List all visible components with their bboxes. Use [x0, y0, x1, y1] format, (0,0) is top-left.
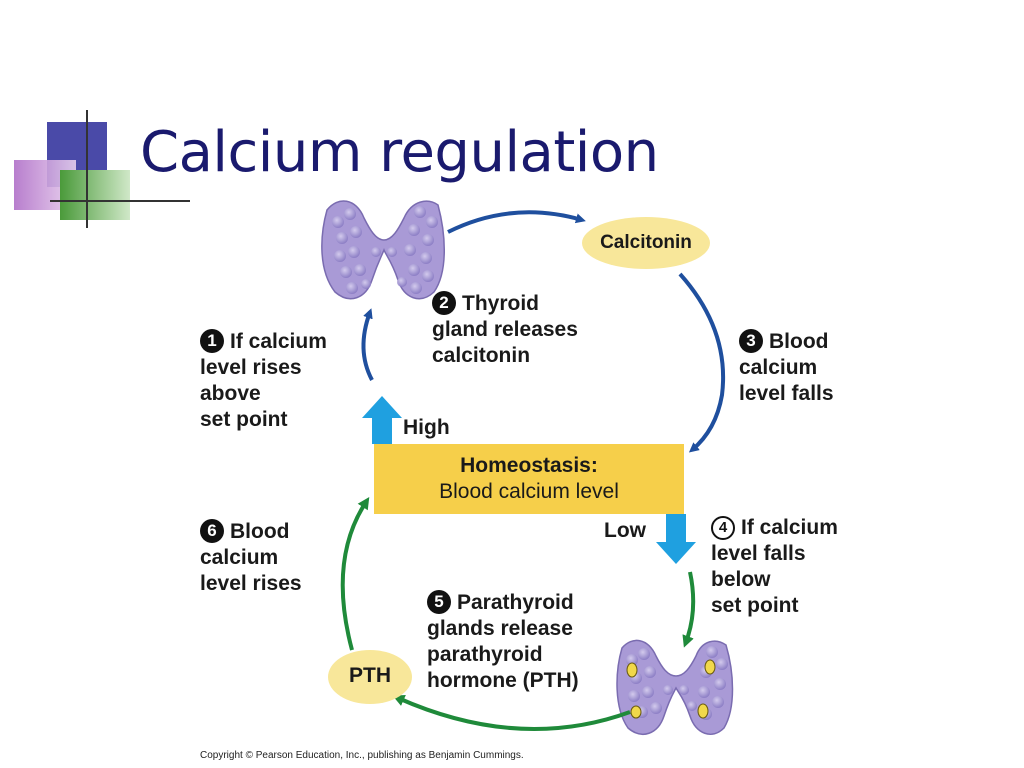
step-1-line-3: above: [200, 382, 261, 405]
thyroid-gland-icon: [321, 200, 445, 300]
step-5-line-3: parathyroid: [427, 643, 543, 666]
copyright-notice: Copyright © Pearson Education, Inc., pub…: [200, 750, 524, 761]
step-3-line-3: level falls: [739, 382, 834, 405]
arrow-pth-to-homeostasis: [340, 496, 370, 651]
arrow-calcitonin-to-homeostasis: [678, 272, 726, 453]
step-4-line-1: If calcium: [741, 516, 838, 539]
arrow-parathyroid-to-pth: [392, 694, 631, 732]
step-5-line-2: glands release: [427, 617, 573, 640]
step-1-text: 1 If calcium level rises above set point: [200, 329, 327, 433]
high-label: High: [403, 416, 450, 439]
corner-decoration: [0, 100, 200, 240]
step-6-number: 6: [200, 519, 224, 543]
step-2-line-2: gland releases: [432, 318, 578, 341]
pth-ellipse: [328, 650, 412, 704]
step-1-line-2: level rises: [200, 356, 302, 379]
step-6-text: 6 Blood calcium level rises: [200, 519, 302, 597]
pth-label: PTH: [349, 664, 391, 687]
step-4-line-3: below: [711, 568, 771, 591]
step-2-number: 2: [432, 291, 456, 315]
homeostasis-subheading: Blood calcium level: [439, 480, 619, 503]
high-arrow: [362, 396, 402, 444]
step-5-number: 5: [427, 590, 451, 614]
step-6-line-3: level rises: [200, 572, 302, 595]
calcitonin-label: Calcitonin: [600, 232, 692, 253]
step-4-line-2: level falls: [711, 542, 806, 565]
calcitonin-ellipse: [582, 217, 710, 269]
low-arrow: [656, 514, 696, 564]
step-2-line-1: Thyroid: [462, 292, 539, 315]
step-3-line-2: calcium: [739, 356, 818, 379]
step-6-line-1: Blood: [230, 520, 290, 543]
step-1-line-1: If calcium: [230, 330, 327, 353]
step-1-number: 1: [200, 329, 224, 353]
parathyroid-glands-icon: [616, 639, 734, 735]
step-3-line-1: Blood: [769, 330, 829, 353]
step-4-text: 4 If calcium level falls below set point: [711, 515, 838, 619]
step-4-line-4: set point: [711, 594, 799, 617]
low-label: Low: [604, 519, 646, 542]
step-5-line-4: hormone (PTH): [427, 669, 579, 692]
step-2-text: 2 Thyroid gland releases calcitonin: [432, 291, 578, 369]
step-4-number: 4: [711, 516, 735, 540]
step-3-number: 3: [739, 329, 763, 353]
step-3-text: 3 Blood calcium level falls: [739, 329, 834, 407]
step-6-line-2: calcium: [200, 546, 279, 569]
arrow-high-to-thyroid: [361, 308, 374, 381]
step-5-line-1: Parathyroid: [457, 591, 574, 614]
step-1-line-4: set point: [200, 408, 288, 431]
arrow-low-to-parathyroid: [682, 571, 696, 648]
homeostasis-box: Homeostasis: Blood calcium level: [374, 444, 684, 514]
step-2-line-3: calcitonin: [432, 344, 531, 367]
homeostasis-heading: Homeostasis:: [460, 454, 598, 477]
slide-title: Calcium regulation: [140, 120, 659, 185]
arrow-thyroid-to-calcitonin: [447, 210, 586, 234]
